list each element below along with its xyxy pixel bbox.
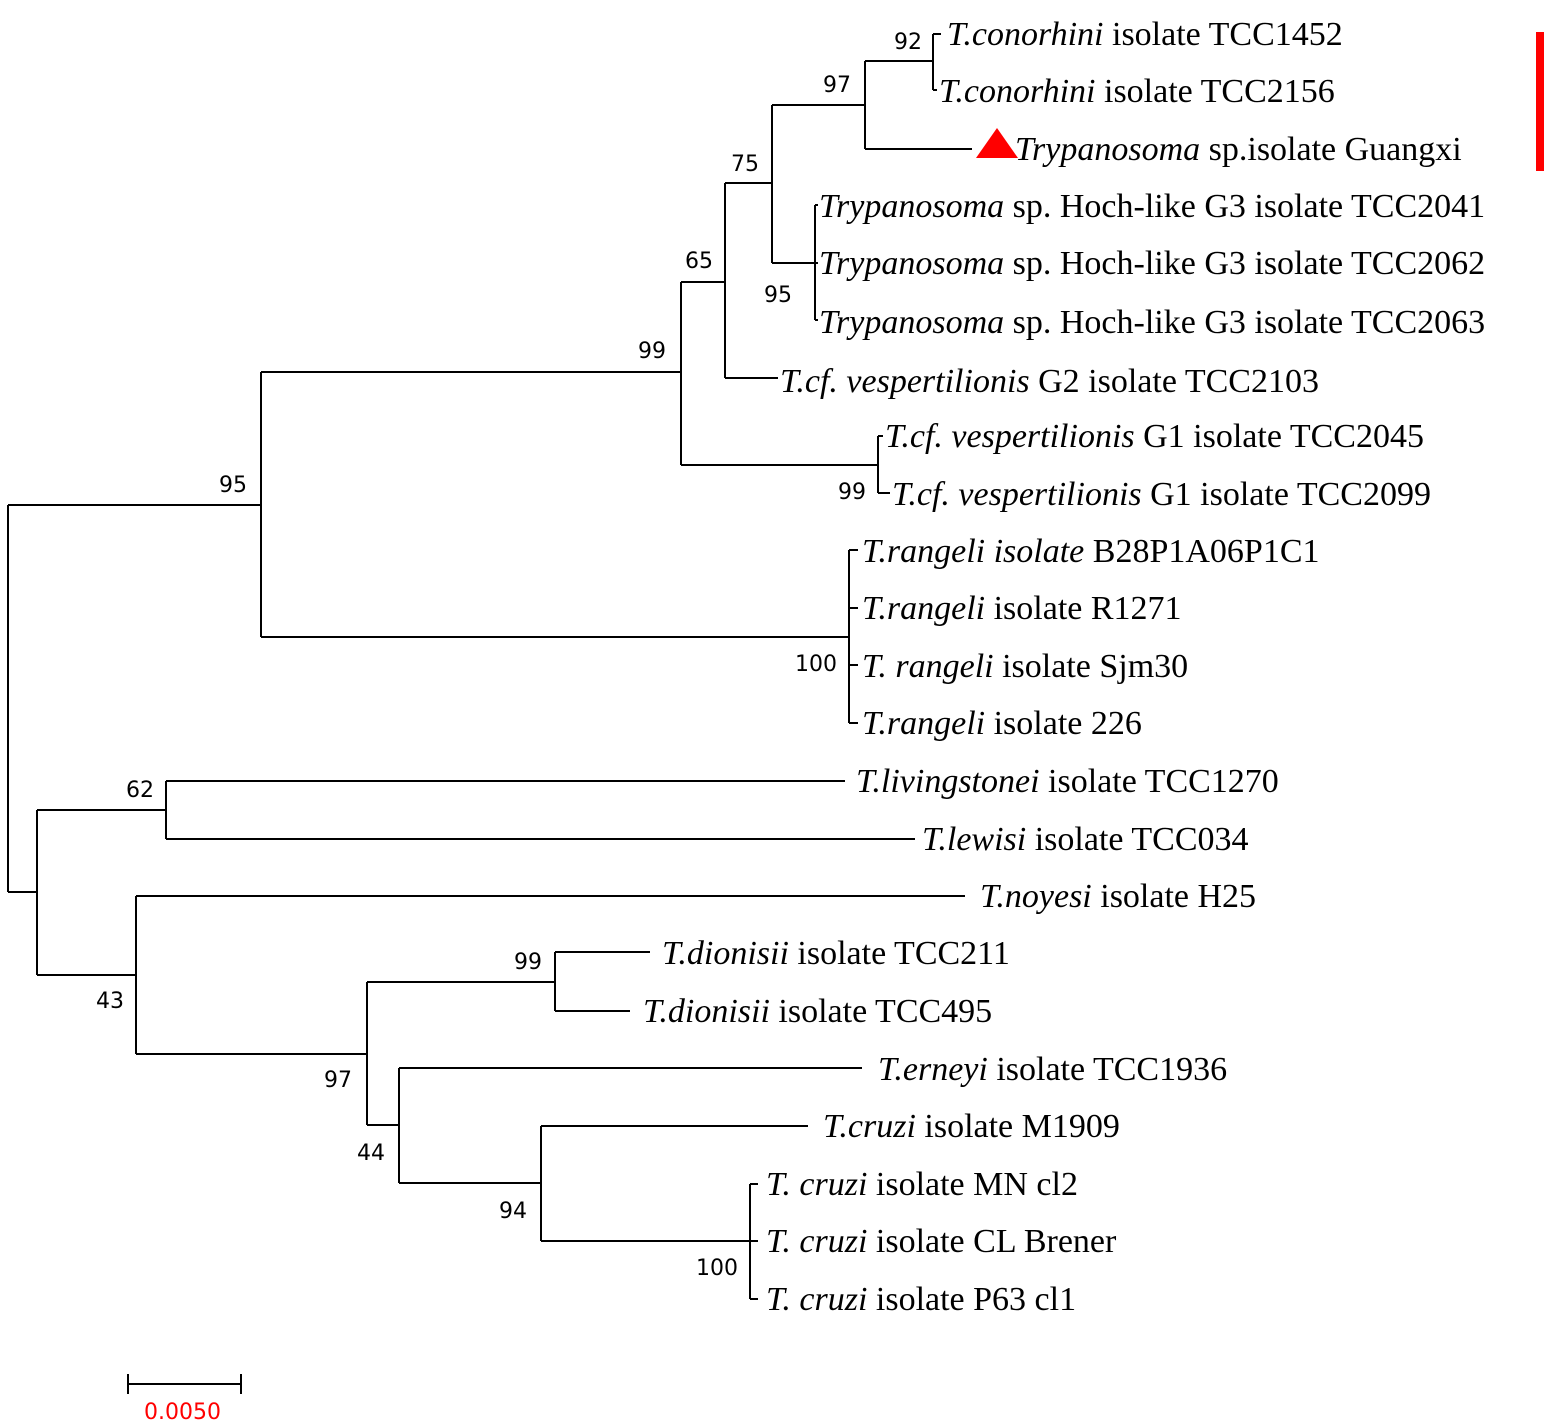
branch-rangeli-clade	[261, 549, 858, 724]
taxon-label: T.noyesi isolate H25	[980, 878, 1256, 915]
taxon-label: Trypanosoma sp. Hoch-like G3 isolate TCC…	[819, 304, 1485, 341]
bootstrap-label: 97	[823, 73, 851, 98]
taxon-label: Trypanosoma sp. Hoch-like G3 isolate TCC…	[819, 245, 1485, 282]
branch-node-99b	[367, 951, 650, 1012]
taxon-label: T.conorhini isolate TCC1452	[947, 16, 1343, 53]
bootstrap-label: 95	[219, 473, 247, 498]
taxon-label: T.dionisii isolate TCC211	[662, 935, 1010, 972]
bootstrap-label: 95	[764, 283, 792, 308]
bootstrap-values: 92 97 75 95 65 99 99 95 100 62 43 99 97 …	[96, 30, 922, 1281]
branch-node-99a	[261, 282, 682, 465]
branch-node-97b	[136, 982, 368, 1125]
taxon-label: Trypanosoma sp.isolate Guangxi	[1015, 131, 1462, 168]
bootstrap-label: 99	[514, 950, 542, 975]
taxon-label: T.livingstonei isolate TCC1270	[856, 763, 1279, 800]
taxon-label: Trypanosoma sp. Hoch-like G3 isolate TCC…	[819, 188, 1485, 225]
taxon-label: T.cf. vespertilionis G1 isolate TCC2045	[885, 418, 1424, 455]
branch-node-75	[725, 105, 773, 263]
taxon-label: T. cruzi isolate MN cl2	[766, 1166, 1078, 1203]
branch-conorhini-clade	[865, 33, 941, 91]
branch-hoch-clade	[772, 204, 818, 321]
bootstrap-label: 75	[731, 152, 759, 177]
taxon-label: T.dionisii isolate TCC495	[643, 993, 992, 1030]
taxon-label: T.cf. vespertilionis G2 isolate TCC2103	[780, 363, 1319, 400]
taxon-label: T.lewisi isolate TCC034	[922, 821, 1249, 858]
scale-bar: 0.0050	[127, 1374, 242, 1425]
taxon-label: T.cruzi isolate M1909	[823, 1108, 1120, 1145]
taxon-label: T.rangeli isolate R1271	[862, 590, 1182, 627]
taxon-label: T. cruzi isolate CL Brener	[766, 1223, 1117, 1260]
branch-node-95a	[8, 372, 262, 637]
bootstrap-label: 92	[894, 30, 922, 55]
bootstrap-label: 44	[357, 1141, 385, 1166]
branch-node-44	[367, 1067, 862, 1183]
bootstrap-label: 94	[499, 1199, 527, 1224]
tree-branches	[7, 33, 972, 1300]
scale-bar-label: 0.0050	[144, 1400, 221, 1425]
taxon-label: T.conorhini isolate TCC2156	[939, 73, 1335, 110]
taxon-label: T. cruzi isolate P63 cl1	[766, 1281, 1076, 1318]
branch-node-100b	[541, 1183, 758, 1300]
taxon-label: T.rangeli isolate B28P1A06P1C1	[862, 533, 1320, 570]
bootstrap-label: 99	[838, 480, 866, 505]
taxon-label: T.erneyi isolate TCC1936	[878, 1051, 1227, 1088]
bootstrap-label: 62	[126, 778, 154, 803]
bootstrap-label: 99	[638, 339, 666, 364]
scale-bar-line	[127, 1374, 242, 1394]
branch-lower-root	[8, 810, 38, 975]
clade-highlight-bar	[1536, 32, 1544, 171]
taxon-labels: T.conorhini isolate TCC1452 T.conorhini …	[643, 16, 1485, 1318]
highlight-triangle-icon	[976, 128, 1018, 158]
branch-node-65	[681, 183, 778, 379]
bootstrap-label: 65	[685, 249, 713, 274]
taxon-label: T.cf. vespertilionis G1 isolate TCC2099	[892, 476, 1431, 513]
branch-vesp-g1	[681, 435, 890, 494]
branch-node-97a	[772, 61, 972, 150]
taxon-label: T. rangeli isolate Sjm30	[862, 648, 1188, 685]
taxon-label: T.rangeli isolate 226	[862, 705, 1142, 742]
branch-node-62	[37, 780, 915, 840]
bootstrap-label: 100	[795, 652, 837, 677]
bootstrap-label: 43	[96, 989, 124, 1014]
branch-node-94	[399, 1125, 808, 1241]
branch-node-43	[37, 895, 965, 1054]
bootstrap-label: 97	[324, 1068, 352, 1093]
bootstrap-label: 100	[696, 1256, 738, 1281]
